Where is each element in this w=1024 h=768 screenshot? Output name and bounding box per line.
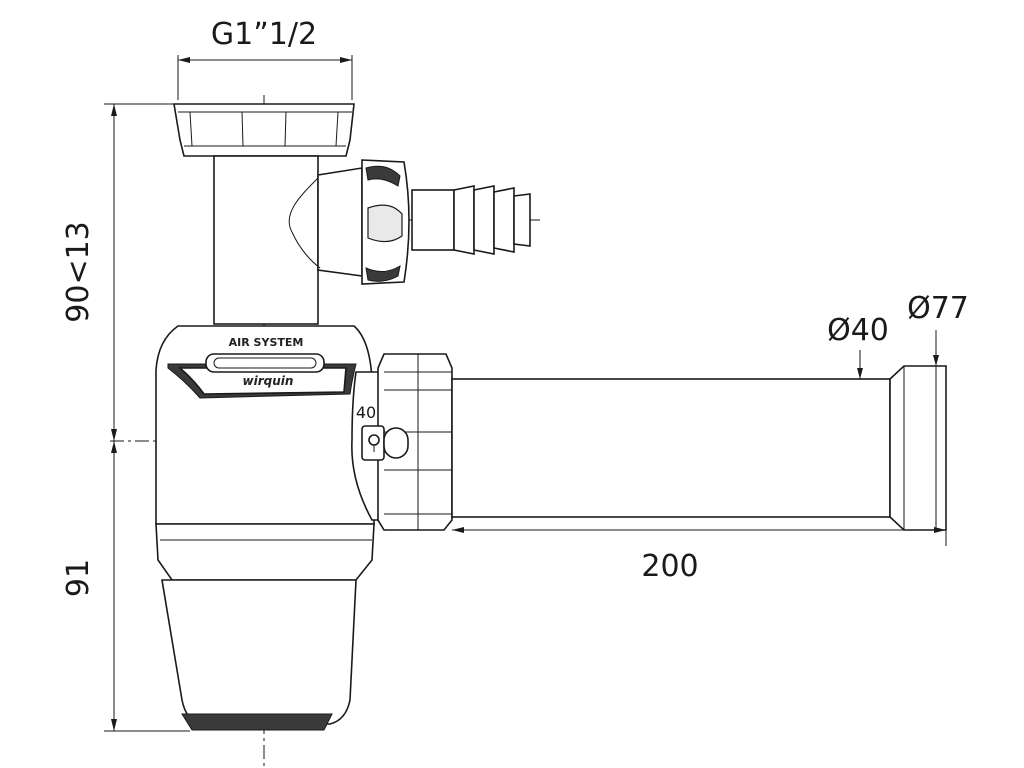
siphon-bottle: AIR SYSTEM wirquin [155,325,375,731]
dimension-length: 200 [452,527,947,584]
thread-dimension-label: G1”1/2 [211,17,317,52]
outlet-nut: 40 [351,353,453,531]
top-thread-nut [173,103,355,157]
horizontal-pipe [451,365,947,531]
nut-marking-label: 40 [356,403,376,422]
lower-height-label: 91 [61,559,96,597]
outlet-diameter-label: Ø77 [907,291,969,326]
dimension-thread: G1”1/2 [177,17,353,100]
side-connector [288,159,410,285]
pipe-length-label: 200 [641,549,698,584]
pipe-diameter-label: Ø40 [827,313,889,348]
inlet-tube [213,155,319,325]
hose-spigot [411,185,531,255]
brand-top-label: AIR SYSTEM [229,336,304,349]
upper-height-label: 90<13 [61,221,96,322]
brand-name-label: wirquin [243,374,294,388]
dimension-heights: 90<13 91 [61,103,190,732]
dimension-diameters: Ø40 Ø77 [827,291,969,379]
